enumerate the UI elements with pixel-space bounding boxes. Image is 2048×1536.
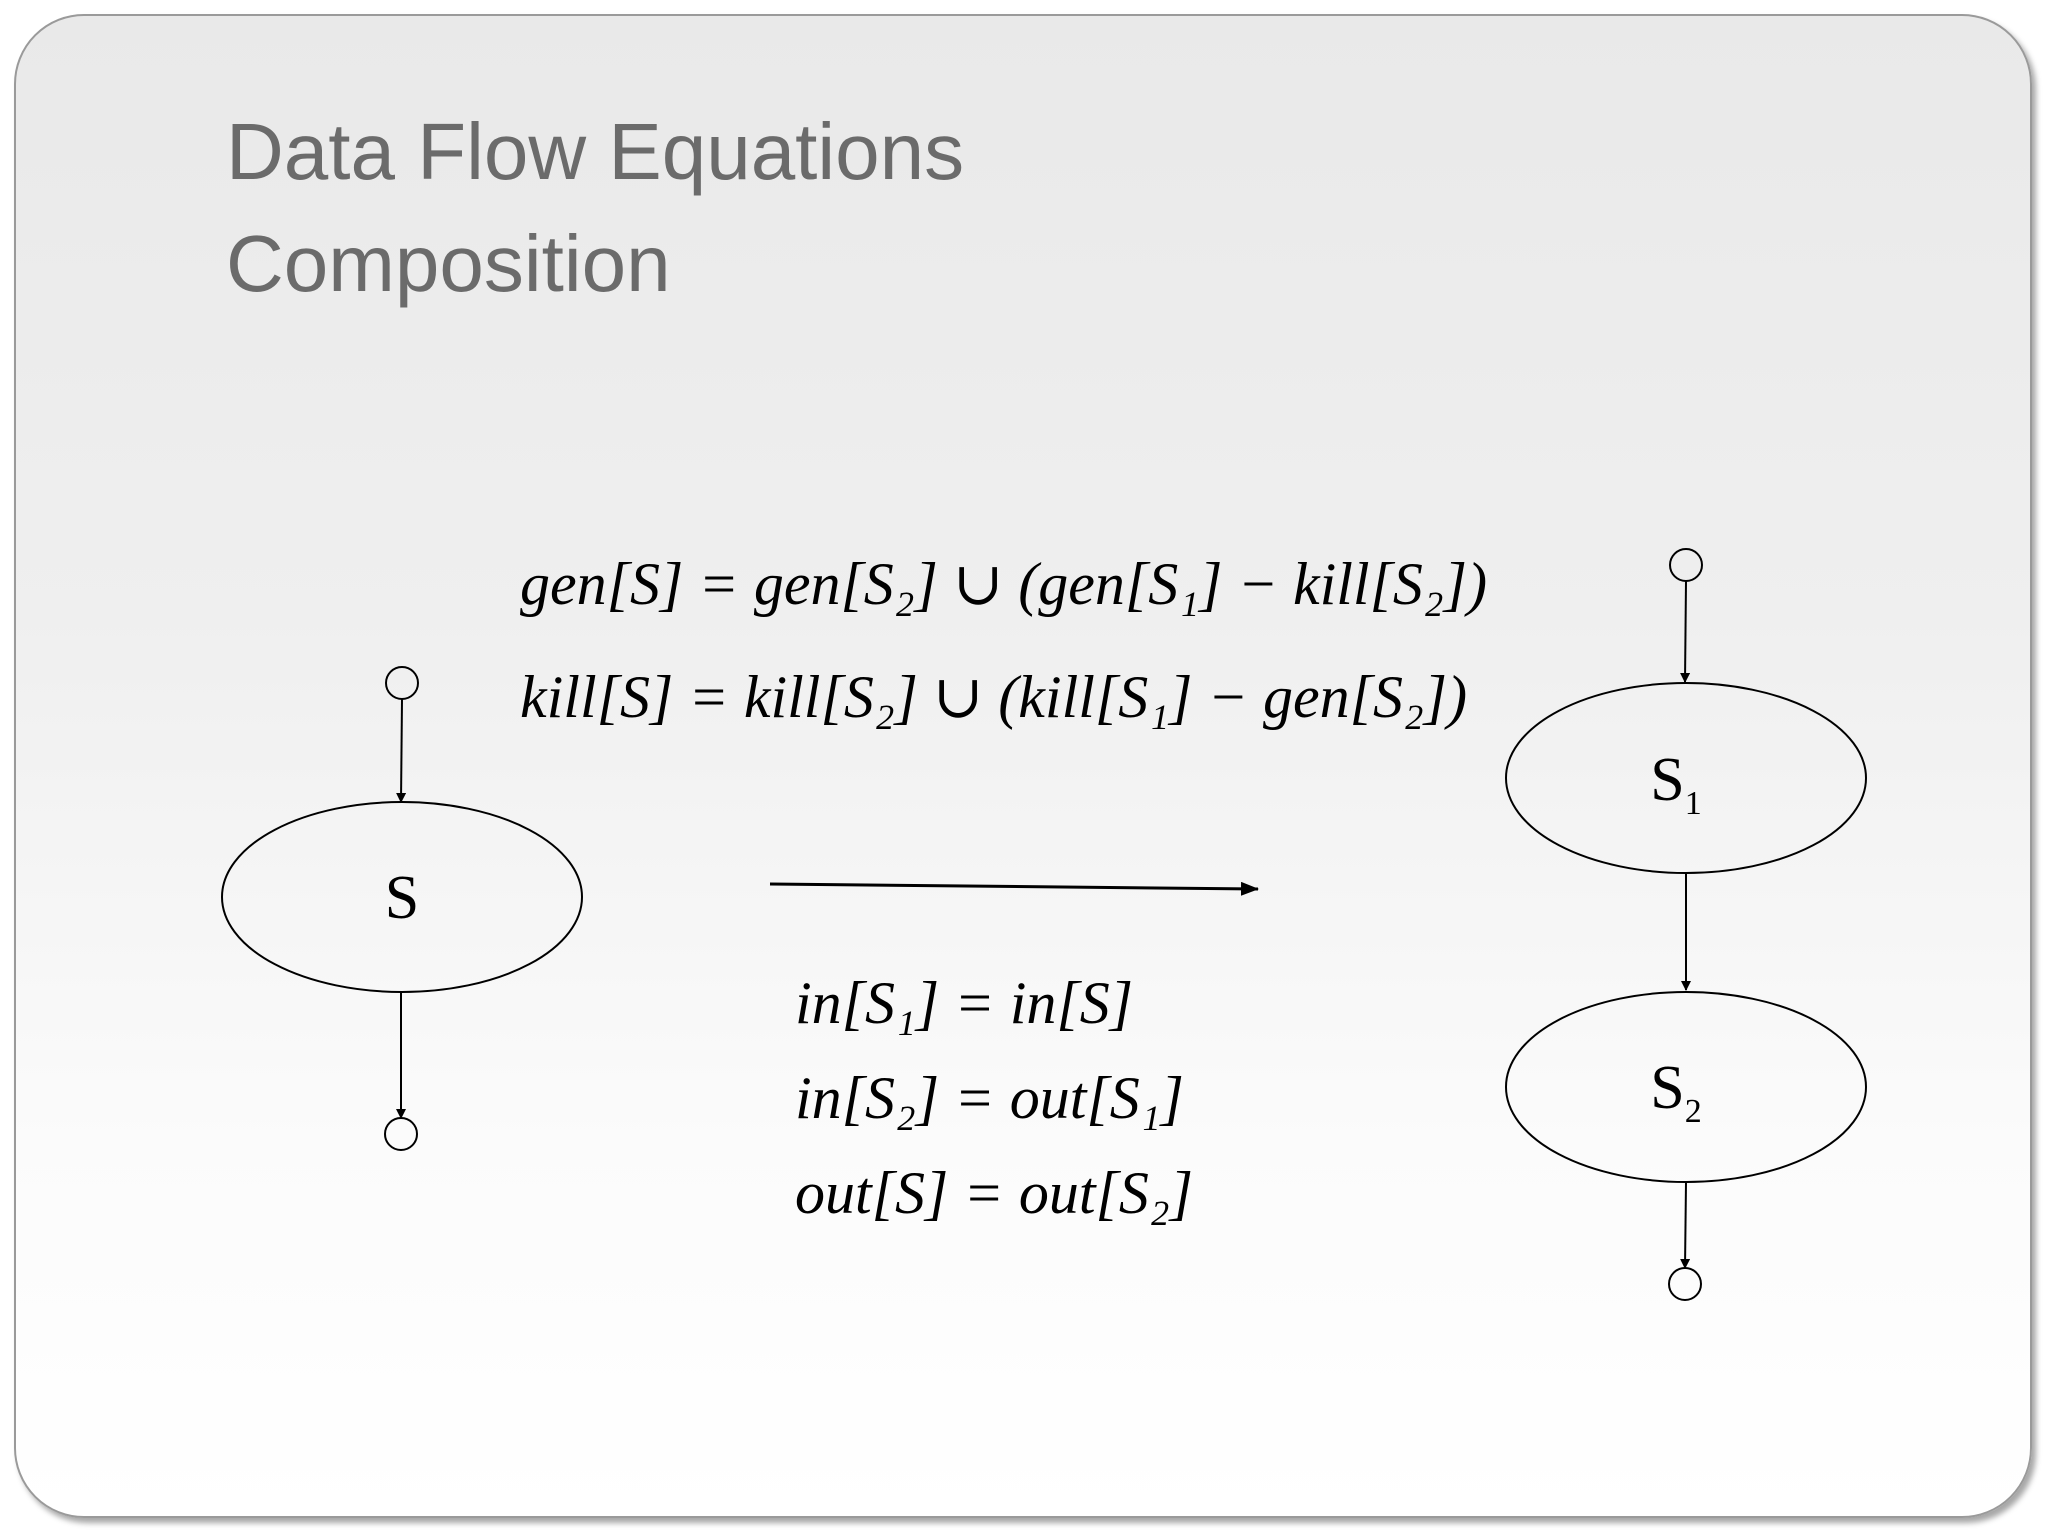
- node-s2-label: S2: [1650, 1054, 1701, 1130]
- node-s-label: S: [385, 864, 419, 932]
- slide-title: Data Flow Equations Composition: [226, 96, 964, 320]
- left-flow-diagram: S: [221, 666, 583, 1151]
- right-exit-point: [1668, 1267, 1702, 1301]
- left-entry-arrow: [396, 698, 407, 803]
- transform-arrow: [769, 881, 1259, 896]
- in-s2-equation: in[S₂] = out[S₁]: [795, 1065, 1184, 1131]
- gen-equation: gen[S] = gen[S₂] ∪ (gen[S₁] − kill[S₂]): [520, 551, 1487, 617]
- node-s2: [1505, 991, 1867, 1183]
- node-s1-label: S1: [1650, 746, 1701, 822]
- left-exit-point: [384, 1117, 418, 1151]
- right-entry-arrow: [1680, 580, 1691, 683]
- title-line-2: Composition: [226, 219, 671, 308]
- title-line-1: Data Flow Equations: [226, 107, 965, 196]
- kill-equation: kill[S] = kill[S₂] ∪ (kill[S₁] − gen[S₂]…: [520, 664, 1467, 730]
- equations: gen[S] = gen[S₂] ∪ (gen[S₁] − kill[S₂]) …: [520, 551, 1487, 1226]
- right-entry-point: [1669, 548, 1703, 582]
- left-entry-point: [385, 666, 419, 700]
- right-flow-diagram: S1 S2: [1505, 548, 1867, 1301]
- slide: Data Flow Equations Composition: [14, 14, 2032, 1518]
- out-s-equation: out[S] = out[S₂]: [795, 1160, 1193, 1226]
- right-exit-arrow: [1680, 1181, 1691, 1269]
- node-s1: [1505, 682, 1867, 874]
- in-s1-equation: in[S₁] = in[S]: [795, 970, 1133, 1036]
